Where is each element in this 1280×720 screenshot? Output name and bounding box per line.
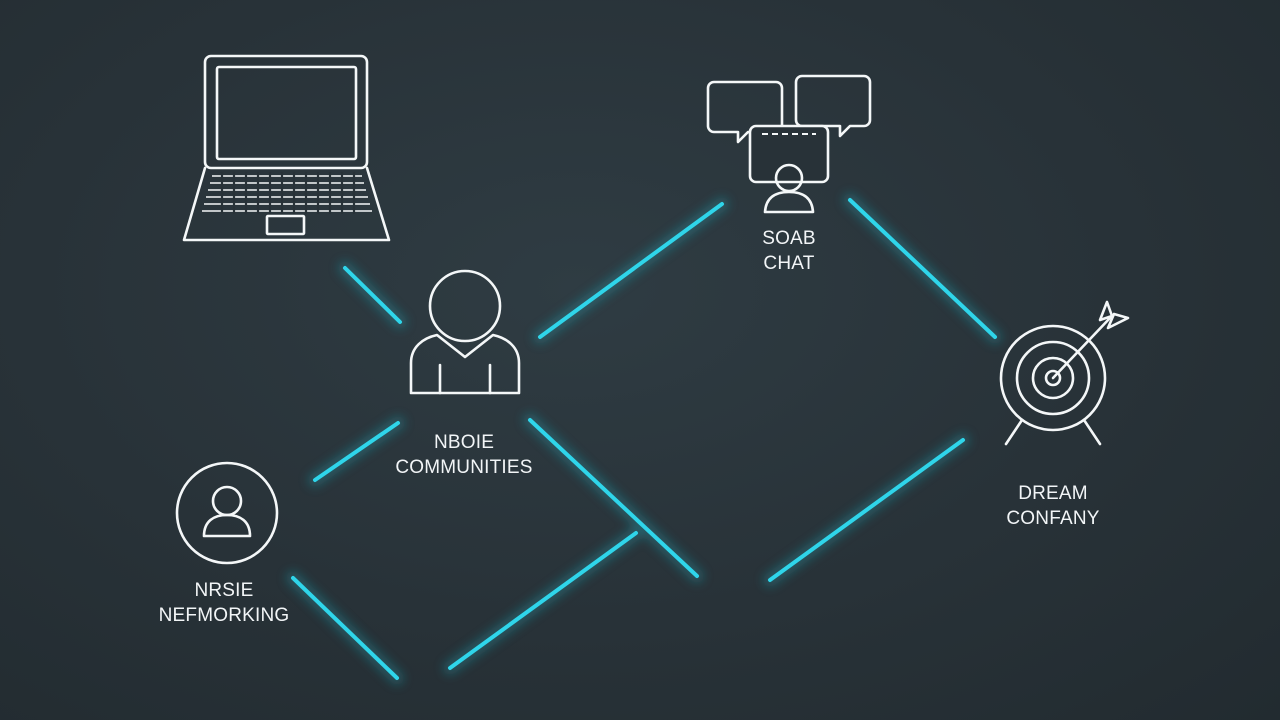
dream-company-label-line2: CONFANY [1006,508,1100,529]
connector-communities-chat [538,202,724,339]
connector-chat-dream-company [848,198,997,339]
communities-label-line1: NBOIE [433,432,495,453]
networking-label-line1: NRSIE [194,580,254,601]
connector-bottom-dream-company [768,438,965,582]
social-chat-label: SOAB CHAT [762,226,816,276]
communities-label: NBOIE COMMUNITIES [395,430,532,480]
communities-label-line2: COMMUNITIES [395,457,533,478]
connector-networking-communities [313,421,400,482]
dream-company-label: DREAM CONFANY [1006,481,1099,531]
connector-communities-bottom [528,418,699,578]
dream-company-label-line1: DREAM [1018,483,1088,504]
social-chat-label-line1: SOAB [762,228,816,249]
networking-label-line2: NEFMORKING [158,605,290,626]
connector-laptop-communities [343,266,402,324]
social-chat-label-line2: CHAT [763,253,815,274]
connector-bottom-center [448,531,638,670]
connector-networking-bottom [291,576,399,680]
networking-label: NRSIE NEFMORKING [159,578,290,628]
